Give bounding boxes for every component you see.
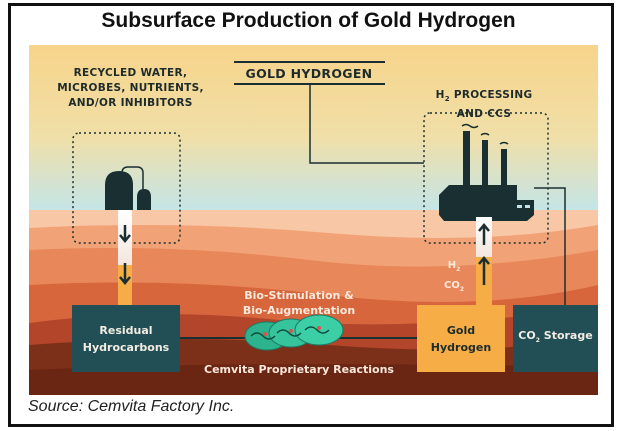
process-label: Bio-Stimulation & Bio-Augmentation	[209, 288, 389, 318]
processing-text: PROCESSING	[449, 89, 533, 101]
diagram-panel: GOLD HYDROGEN RECYCLED WATER, MICROBES, …	[29, 45, 598, 395]
box-label-line: Gold	[446, 323, 476, 337]
arrow-down-icon	[119, 263, 131, 285]
factory-icon	[439, 123, 534, 221]
microbe-icon	[244, 314, 344, 351]
arrow-down-icon	[119, 225, 131, 243]
co2-label: CO2	[439, 278, 469, 298]
co2-pipe-line	[534, 187, 566, 305]
box-label-line: Hydrogen	[430, 340, 492, 354]
center-header: GOLD HYDROGEN	[245, 66, 373, 81]
co-text: CO	[443, 280, 460, 291]
processing-label-line: AND CCS	[456, 108, 512, 121]
processing-label-line: H2 PROCESSING	[404, 88, 564, 107]
h-text: H	[447, 260, 457, 271]
box-label-line: Hydrocarbons	[82, 340, 170, 354]
co2-storage-box: CO2 Storage	[513, 305, 598, 372]
reactions-label: Cemvita Proprietary Reactions	[204, 363, 394, 376]
source-caption: Source: Cemvita Factory Inc.	[28, 398, 235, 415]
subscript: 2	[444, 95, 450, 104]
co-text: CO	[518, 329, 536, 343]
figure-title: Subsurface Production of Gold Hydrogen	[101, 9, 516, 32]
injection-well-lower	[118, 265, 132, 305]
box-label-line: Residual	[99, 323, 153, 337]
arrow-up-icon	[478, 223, 490, 245]
storage-text: Storage	[543, 329, 593, 343]
h2-label: H2	[439, 258, 469, 278]
injection-label: RECYCLED WATER, MICROBES, NUTRIENTS, AND…	[43, 66, 218, 111]
subscript: 2	[459, 286, 465, 293]
injection-label-line: RECYCLED WATER,	[73, 67, 188, 79]
gas-labels: H2 CO2	[439, 258, 469, 298]
processing-box	[423, 112, 549, 244]
processing-label: H2 PROCESSING AND CCS	[404, 88, 564, 122]
arrow-up-icon	[478, 256, 490, 285]
process-label-line: Bio-Stimulation &	[244, 289, 354, 302]
tank-icon	[105, 166, 151, 210]
h-text: H	[435, 89, 445, 101]
subscript: 2	[535, 337, 540, 345]
connector-line	[309, 84, 424, 164]
subscript: 2	[456, 266, 461, 273]
process-label-line: Bio-Augmentation	[242, 304, 356, 317]
injection-label-line: AND/OR INHIBITORS	[68, 97, 193, 109]
injection-label-line: MICROBES, NUTRIENTS,	[57, 82, 204, 94]
